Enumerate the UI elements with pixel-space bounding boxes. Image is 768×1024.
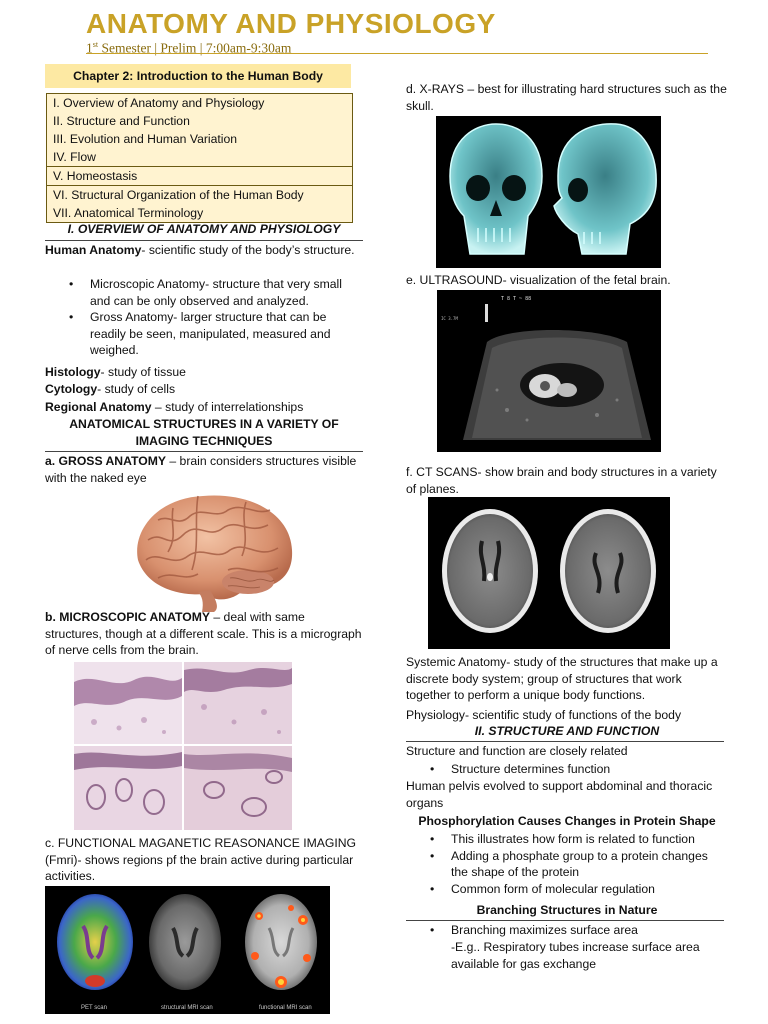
divider [406,920,724,921]
svg-text:T 8 T ~ 88: T 8 T ~ 88 [501,296,531,302]
microscopic-anatomy-paragraph: b. MICROSCOPIC ANATOMY – deal with same … [45,609,363,659]
micrograph-image [74,662,292,830]
chapter-title: Chapter 2: Introduction to the Human Bod… [45,64,351,88]
phosphorylation-bullet-list: This illustrates how form is related to … [406,831,728,897]
subtitle-sup: st [92,40,99,49]
list-item: Gross Anatomy- larger structure that can… [45,309,363,359]
toc-item: I. Overview of Anatomy and Physiology [53,96,265,110]
ct-scan-image [428,497,670,649]
list-item: Common form of molecular regulation [406,881,728,898]
toc-item: V. Homeostasis [47,167,352,186]
toc-item: II. Structure and Function [53,114,190,128]
definition-gross-anatomy: – brain considers structures visible wit… [45,454,357,485]
gross-anatomy-paragraph: a. GROSS ANATOMY – brain considers struc… [45,453,363,486]
branching-bullet-list: Branching maximizes surface area [406,922,728,939]
divider [406,741,724,742]
table-of-contents: I. Overview of Anatomy and Physiology II… [46,93,353,223]
list-item: Adding a phosphate group to a protein ch… [406,848,728,881]
structure-bullet-list: Structure determines function [406,761,728,778]
xray-skull-image [436,116,661,268]
caption-structural-mri: structural MRI scan [161,1005,213,1011]
ultrasound-image: T 8 T ~ 88 IC 3.7M [437,290,661,452]
section-heading-overview: I. OVERVIEW OF ANATOMY AND PHYSIOLOGY [67,222,341,236]
term-regional-anatomy: Regional Anatomy [45,400,152,414]
term-gross-anatomy: a. GROSS ANATOMY [45,454,166,468]
section-heading-structure-function: II. STRUCTURE AND FUNCTION [474,724,660,738]
brain-image [128,490,296,612]
term-microscopic-anatomy: b. MICROSCOPIC ANATOMY [45,610,210,624]
toc-item: VI. Structural Organization of the Human… [53,188,304,202]
list-item: Microscopic Anatomy- structure that very… [45,276,363,309]
definition-microscopic-anatomy: – deal with same structures, though at a… [45,610,362,657]
xray-paragraph: d. X-RAYS – best for illustrating hard s… [406,82,727,113]
physiology-paragraph: Physiology- scientific study of function… [406,708,682,722]
structure-function-line: Structure and function are closely relat… [406,744,628,758]
fmri-paragraph: c. FUNCTIONAL MAGANETIC REASONANCE IMAGI… [45,836,357,883]
toc-item: III. Evolution and Human Variation [53,132,238,146]
divider [45,451,363,452]
caption-pet: PET scan [81,1005,107,1011]
list-item: Structure determines function [406,761,728,778]
branching-heading: Branching Structures in Nature [476,903,658,917]
page-title: ANATOMY AND PHYSIOLOGY [86,8,496,39]
subtitle-number: 1 [86,40,93,56]
definition-human-anatomy: - scientific study of the body’s structu… [141,243,355,257]
branching-example: -E.g.. Respiratory tubes increase surfac… [451,940,700,971]
term-human-anatomy: Human Anatomy [45,243,142,257]
term-histology: Histology [45,365,101,379]
list-item: This illustrates how form is related to … [406,831,728,848]
svg-text:IC 3.7M: IC 3.7M [441,316,458,321]
human-anatomy-paragraph: Human Anatomy- scientific study of the b… [45,242,363,259]
definition-regional-anatomy: – study of interrelationships [151,400,304,414]
cytology-line: Cytology- study of cells [45,381,363,398]
anatomy-bullet-list: Microscopic Anatomy- structure that very… [45,276,363,359]
header-divider [86,53,708,54]
subtitle-text: Semester | Prelim | 7:00am-9:30am [98,40,292,56]
systemic-anatomy-paragraph: Systemic Anatomy- study of the structure… [406,655,718,702]
histology-line: Histology- study of tissue [45,364,363,381]
caption-functional-mri: functional MRI scan [259,1005,312,1011]
phosphorylation-heading: Phosphorylation Causes Changes in Protei… [418,814,716,828]
divider [45,240,363,241]
ct-scan-paragraph: f. CT SCANS- show brain and body structu… [406,465,717,496]
list-item: Branching maximizes surface area [406,922,728,939]
definition-histology: - study of tissue [100,365,186,379]
regional-line: Regional Anatomy – study of interrelatio… [45,399,363,416]
pelvis-paragraph: Human pelvis evolved to support abdomina… [406,779,713,810]
definition-cytology: - study of cells [97,382,176,396]
term-cytology: Cytology [45,382,98,396]
fmri-scan-image: PET scan structural MRI scan functional … [45,886,330,1014]
page-subtitle: 1st Semester | Prelim | 7:00am-9:30am [86,37,291,57]
toc-item: IV. Flow [47,148,352,167]
section-heading-imaging: ANATOMICAL STRUCTURES IN A VARIETY OF IM… [69,417,339,448]
ultrasound-paragraph: e. ULTRASOUND- visualization of the feta… [406,273,671,287]
toc-item: VII. Anatomical Terminology [53,206,204,220]
